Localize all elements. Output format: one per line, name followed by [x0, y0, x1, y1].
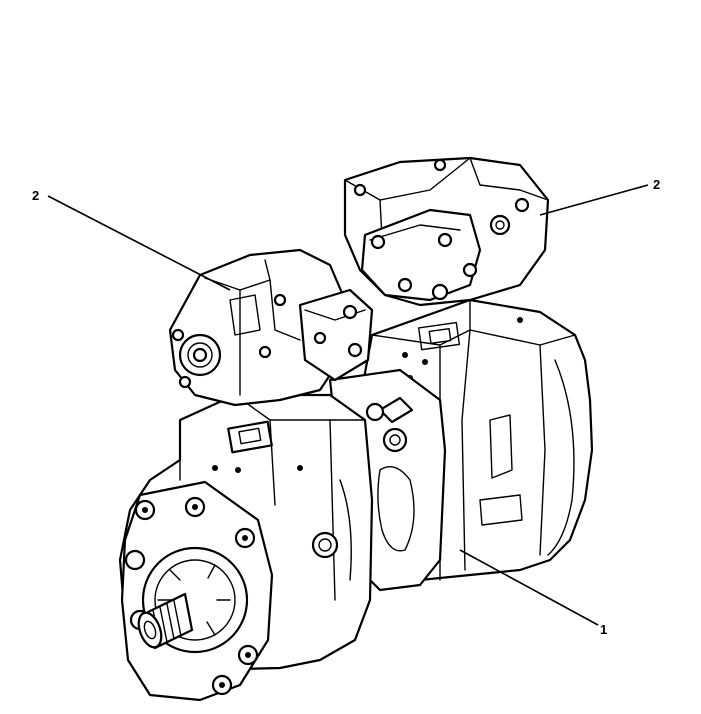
- regulator-right: [343, 156, 550, 307]
- leader-line-left: [47, 195, 231, 291]
- regulator-left: [168, 248, 374, 407]
- splined-drive-shaft: [137, 592, 194, 650]
- leader-line-right: [539, 184, 649, 216]
- callout-1: 1: [600, 622, 607, 637]
- callout-2-left: 2: [32, 188, 39, 203]
- main-pump-assembly: [118, 298, 594, 702]
- leader-line-pump: [459, 549, 599, 626]
- callout-2-right: 2: [653, 177, 660, 192]
